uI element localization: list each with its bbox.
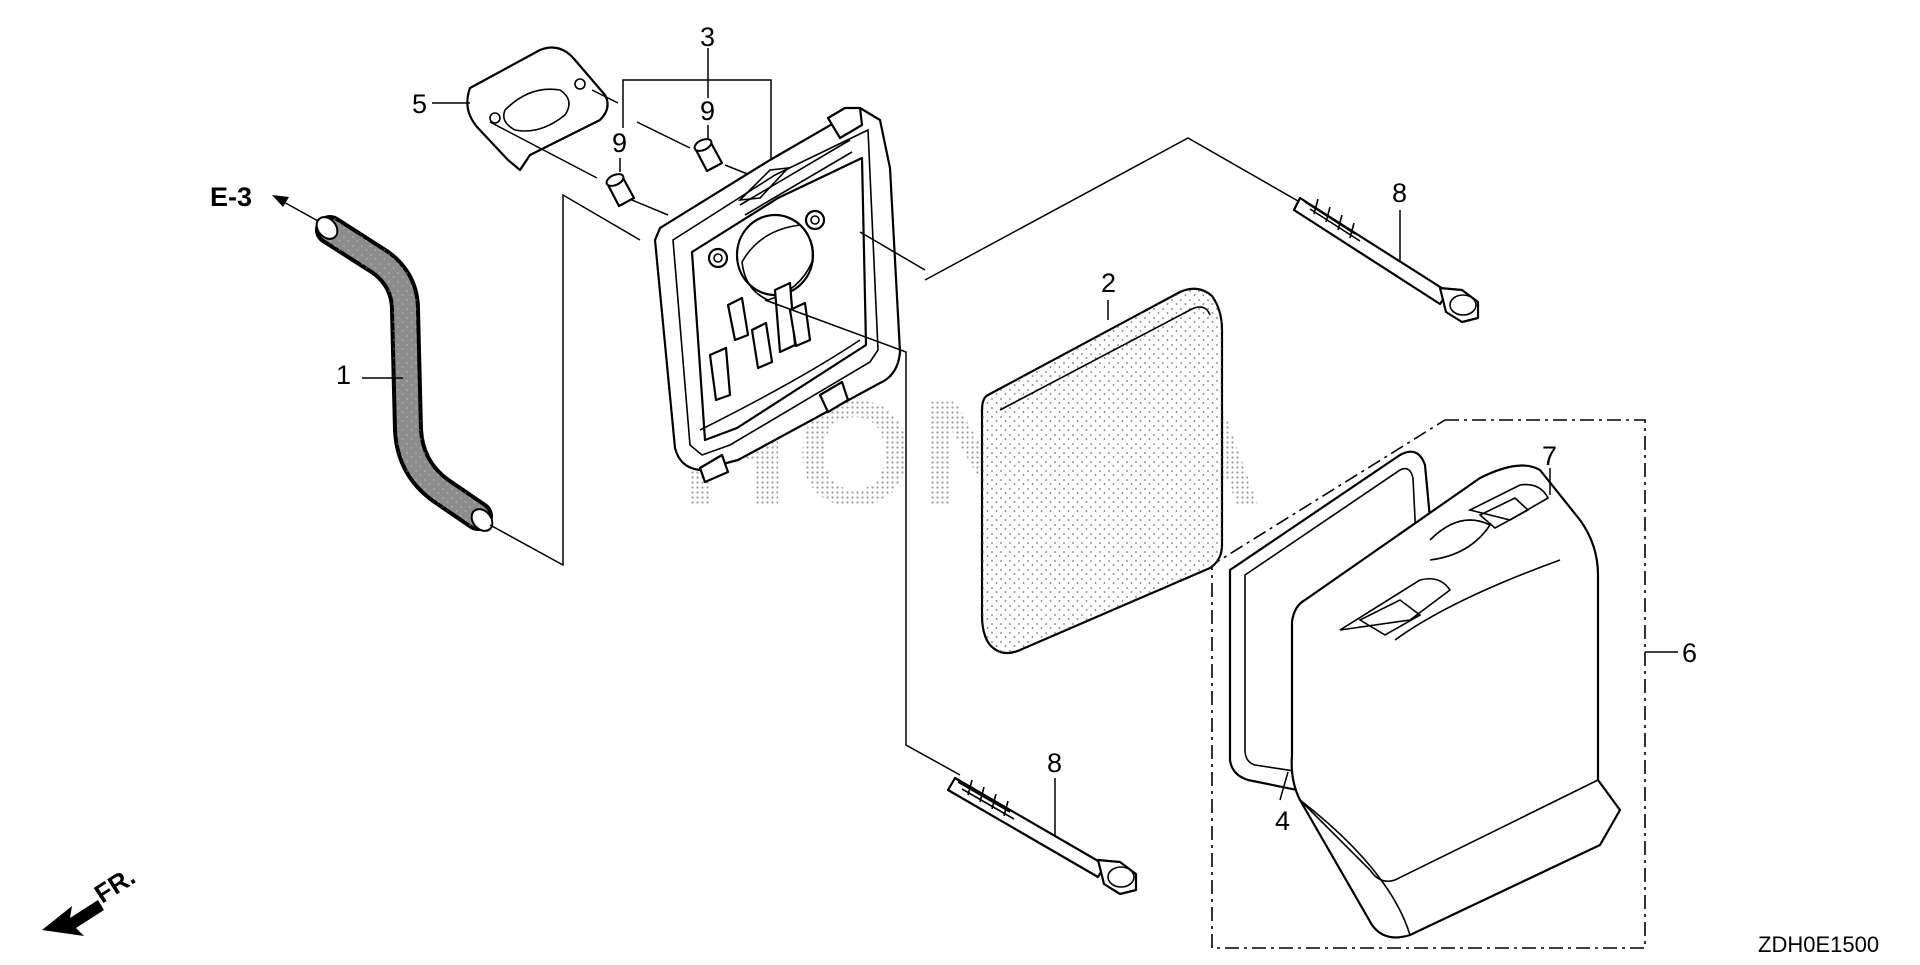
- cover-assembly-frame: [1211, 419, 1678, 949]
- gasket-leader-line: [489, 121, 598, 179]
- callout-1: 1: [336, 360, 351, 390]
- air-cleaner-cover-icon: [1290, 464, 1622, 939]
- callout-6: 6: [1682, 638, 1697, 668]
- leader-4: [1279, 771, 1289, 801]
- gasket-leader-line-2: [591, 89, 619, 104]
- callout-9-left: 9: [612, 128, 627, 158]
- case-gasket-icon: [466, 46, 609, 172]
- bolt-leader-lower: [764, 299, 961, 776]
- callout-5: 5: [412, 89, 427, 119]
- callout-3: 3: [700, 22, 715, 52]
- callout-8-upper: 8: [1392, 178, 1407, 208]
- flange-bolt-icon: [1292, 196, 1480, 324]
- collar-leader-line-2: [631, 199, 669, 216]
- callout-8-lower: 8: [1047, 748, 1062, 778]
- collar-leader-line: [636, 121, 691, 149]
- callout-9-right: 9: [700, 96, 715, 126]
- air-cleaner-case-icon: [653, 106, 902, 484]
- flange-bolt-icon: [946, 776, 1138, 896]
- bolt-leader-upper-2: [924, 137, 1306, 281]
- collar-icon: [693, 138, 724, 173]
- foam-air-filter-icon: [980, 287, 1224, 655]
- reference-arrow-icon: [272, 195, 319, 222]
- breather-tube-icon: [315, 215, 494, 532]
- collar-icon: [605, 173, 636, 208]
- callout-4: 4: [1275, 806, 1290, 836]
- callout-2: 2: [1101, 268, 1116, 298]
- front-direction-arrow-icon: [42, 900, 104, 936]
- diagram-code: ZDH0E1500: [1758, 932, 1879, 957]
- collar-leader-line-3: [724, 164, 751, 176]
- reference-label: E-3: [210, 182, 252, 212]
- breather-leader-line: [489, 193, 641, 567]
- bolt-leader-upper: [859, 231, 926, 271]
- callout-7: 7: [1542, 441, 1557, 471]
- bracket-3: [622, 79, 772, 165]
